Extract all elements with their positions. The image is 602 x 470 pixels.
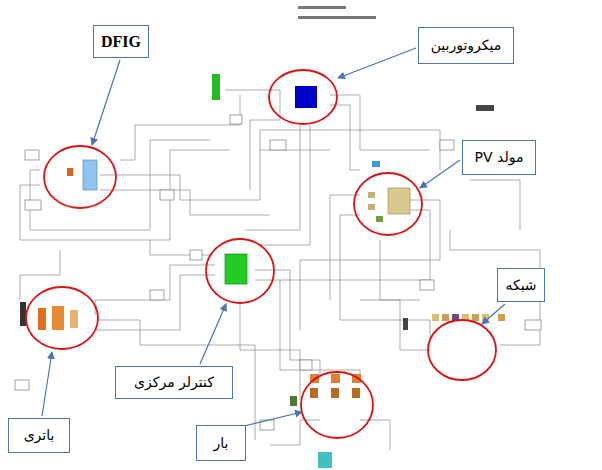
callout-box: شبکه <box>497 268 545 302</box>
wires <box>20 90 540 450</box>
callout-box: مولد PV <box>462 140 536 175</box>
callout-label: کنترلر مرکزی <box>134 374 214 391</box>
model-blocks <box>20 74 505 468</box>
callout-box: کنترلر مرکزی <box>115 366 233 399</box>
callout-box: میکروتوربین <box>418 27 514 64</box>
callout-label: DFIG <box>101 32 141 51</box>
callout-label: بار <box>214 435 229 452</box>
callout-label: میکروتوربین <box>431 37 502 54</box>
callout-label: شبکه <box>505 277 536 294</box>
leader-arrows <box>42 48 505 427</box>
callout-label: مولد PV <box>475 149 524 166</box>
callout-box: بار <box>196 425 246 461</box>
callout-box: باتری <box>8 418 70 453</box>
small-blocks <box>15 115 541 430</box>
highlight-circles <box>26 70 496 438</box>
callout-label: باتری <box>24 427 55 444</box>
callout-box: DFIG <box>93 25 149 58</box>
header-marks <box>298 6 376 19</box>
